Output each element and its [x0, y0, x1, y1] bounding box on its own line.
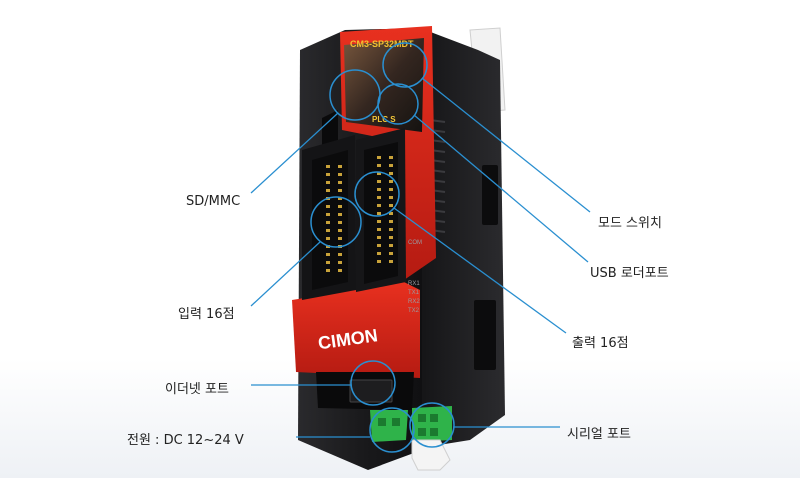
connector-pin: [326, 189, 330, 192]
output-connector: [356, 128, 406, 292]
connector-pin: [389, 212, 393, 215]
callout-label-usb: USB 로더포트: [590, 266, 669, 281]
connector-pin: [389, 172, 393, 175]
serial-terminal: [412, 406, 452, 442]
connector-pin: [377, 260, 381, 263]
connector-pin: [326, 229, 330, 232]
side-label: COM: [408, 240, 422, 246]
connector-pin: [326, 253, 330, 256]
connector-pin: [377, 212, 381, 215]
red-bottom-strip: [292, 282, 420, 378]
callout-circle-input: [310, 196, 362, 248]
connector-pin: [338, 213, 342, 216]
connector-pin: [389, 204, 393, 207]
connector-pin: [326, 181, 330, 184]
connector-pin: [389, 196, 393, 199]
connector-pin: [377, 220, 381, 223]
connector-pin: [326, 269, 330, 272]
connector-pin: [338, 261, 342, 264]
connector-pin: [338, 269, 342, 272]
model-label: CM3-SP32MDT: [350, 39, 414, 49]
connector-pin: [377, 196, 381, 199]
connector-pin: [377, 252, 381, 255]
series-logo: PLC S: [372, 115, 396, 124]
side-connector-slot: [474, 300, 496, 370]
connector-pin: [338, 189, 342, 192]
connector-pin: [377, 244, 381, 247]
connector-pin: [389, 220, 393, 223]
connector-pin: [389, 228, 393, 231]
callout-label-output: 출력 16점: [572, 336, 629, 351]
connector-pin: [338, 165, 342, 168]
power-terminal: [370, 410, 408, 442]
callout-label-ethernet: 이더넷 포트: [165, 382, 229, 397]
connector-pin: [389, 164, 393, 167]
connector-pin: [338, 197, 342, 200]
connector-pin: [389, 252, 393, 255]
smoked-cover-window: [344, 38, 424, 132]
callout-circle-ethernet: [350, 360, 396, 406]
callout-label-input: 입력 16점: [178, 307, 235, 322]
connector-pin: [377, 236, 381, 239]
side-label: RX1: [408, 281, 420, 287]
connector-pin: [389, 244, 393, 247]
side-connector-slot: [482, 165, 498, 225]
connector-pin: [326, 245, 330, 248]
din-clip-bottom: [411, 439, 451, 471]
connector-pin: [377, 156, 381, 159]
connector-pin: [338, 221, 342, 224]
connector-pin: [326, 237, 330, 240]
connector-pin: [326, 205, 330, 208]
connector-pin: [326, 261, 330, 264]
connector-pin: [326, 173, 330, 176]
leader-line-usb: [413, 114, 589, 263]
side-label: TX2: [408, 308, 420, 314]
callout-circle-power: [369, 407, 415, 453]
callout-label-mode-switch: 모드 스위치: [598, 216, 662, 231]
connector-pin: [326, 213, 330, 216]
connector-pin: [389, 180, 393, 183]
connector-pin: [389, 260, 393, 263]
connector-pin: [338, 173, 342, 176]
connector-pin: [389, 188, 393, 191]
leader-line-input: [250, 241, 321, 307]
leader-line-mode: [421, 77, 591, 213]
leader-line-output: [393, 207, 567, 334]
connector-pin: [338, 181, 342, 184]
callout-label-serial: 시리얼 포트: [567, 427, 631, 442]
callout-circle-usb: [377, 83, 419, 125]
connector-pin: [377, 228, 381, 231]
callout-circle-output: [354, 171, 400, 217]
connector-pin: [389, 236, 393, 239]
connector-pin: [326, 165, 330, 168]
callout-circle-mode: [382, 42, 428, 88]
side-label: TX1: [408, 290, 420, 296]
ethernet-port: [349, 379, 393, 403]
callout-circle-serial: [409, 402, 455, 448]
connector-pin: [389, 156, 393, 159]
connector-pin: [377, 180, 381, 183]
connector-pin: [338, 205, 342, 208]
input-connector: [302, 135, 356, 300]
side-label-group: COM RX1 TX1 RX2 TX2: [408, 240, 422, 314]
connector-pin: [326, 221, 330, 224]
connector-pin: [377, 204, 381, 207]
connector-pin: [338, 237, 342, 240]
callout-label-sd-mmc: SD/MMC: [186, 194, 241, 209]
connector-pin: [377, 188, 381, 191]
leader-line-sd: [250, 112, 339, 194]
callout-label-power: 전원 : DC 12~24 V: [127, 433, 244, 448]
connector-pin: [377, 164, 381, 167]
connector-pin: [377, 172, 381, 175]
connector-pin: [338, 229, 342, 232]
side-label: RX2: [408, 299, 420, 305]
connector-pin: [338, 253, 342, 256]
